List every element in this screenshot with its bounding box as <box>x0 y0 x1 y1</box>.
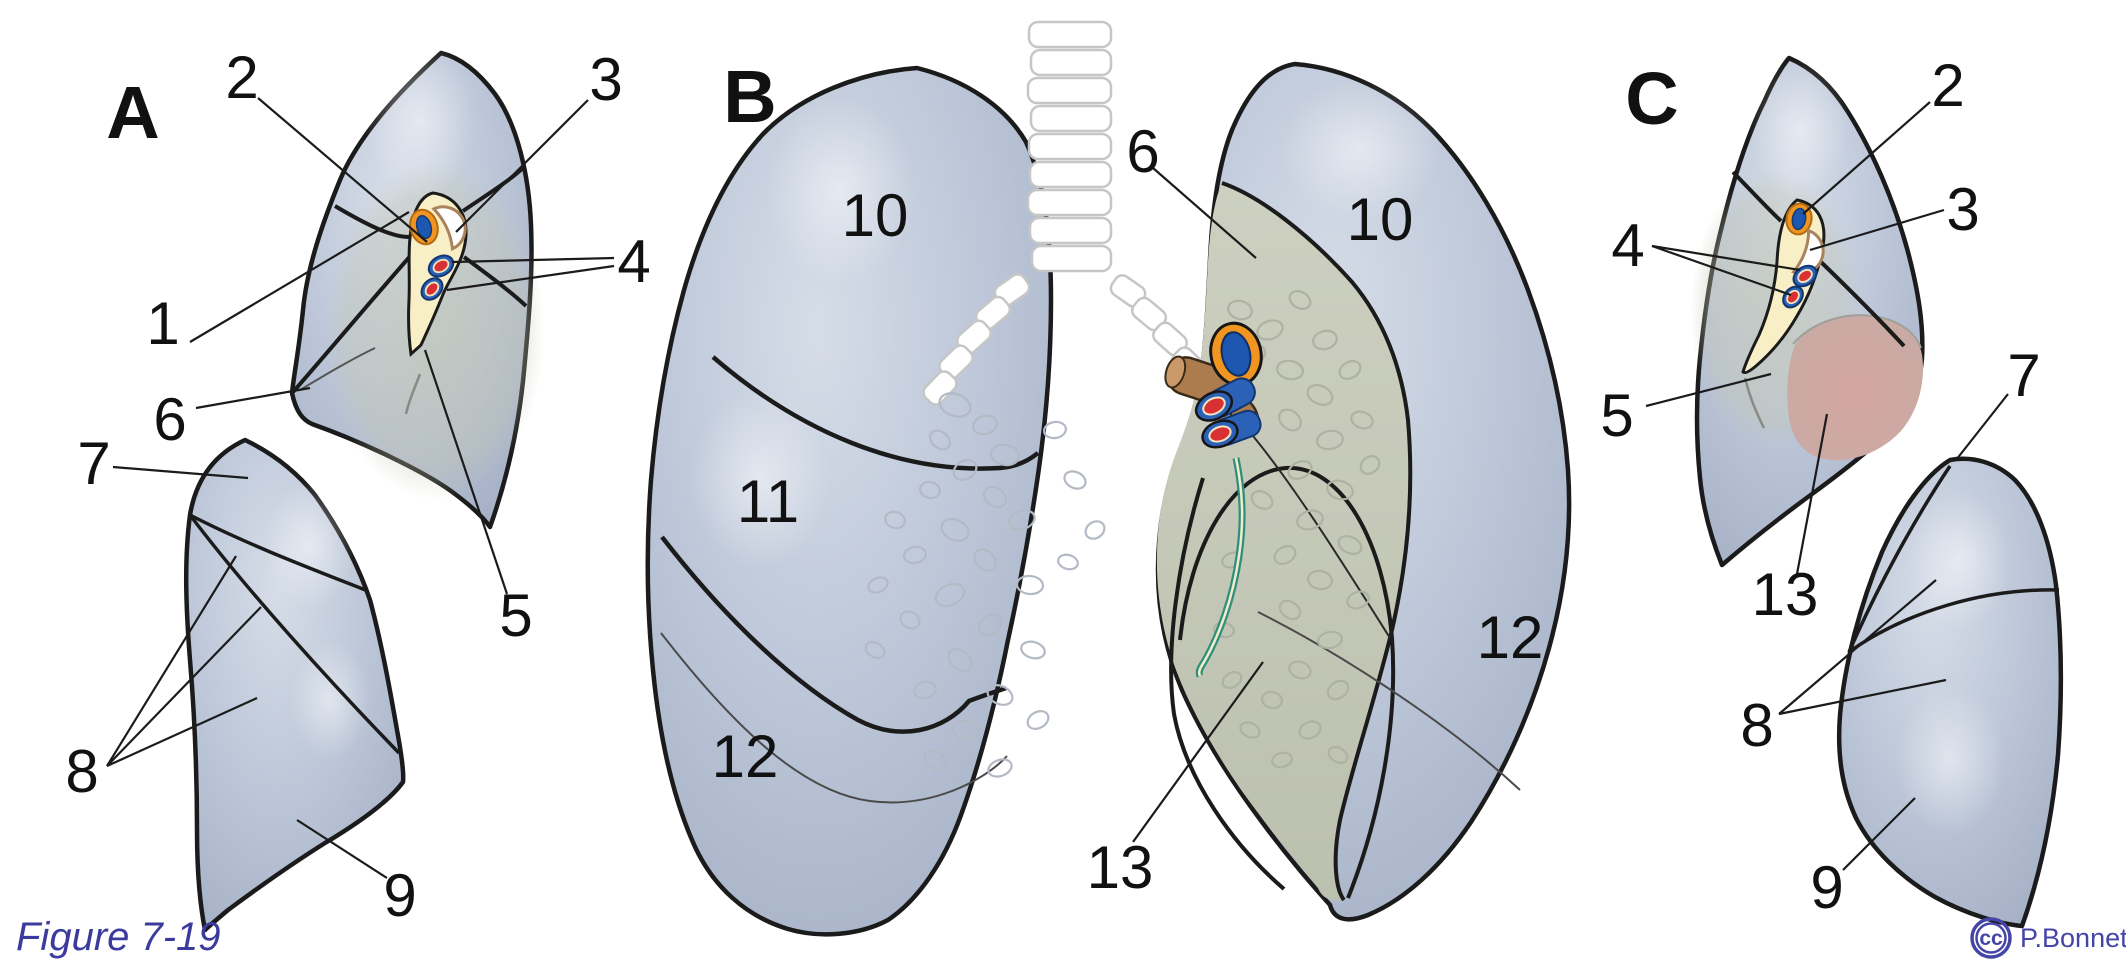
c-upper-highlight <box>1750 60 1850 200</box>
b-right-bronchial-tree-ghost <box>864 392 1106 778</box>
a-ligament-notch <box>404 373 422 415</box>
leader-a-3 <box>455 99 589 233</box>
panel-c <box>1690 55 2064 929</box>
leader-a-5 <box>423 349 509 595</box>
label-a-7: 7 <box>77 430 110 497</box>
a-surface-crease <box>299 347 376 391</box>
c-lower-highlight-2 <box>1895 685 2005 835</box>
leader-c-7 <box>1955 393 2009 461</box>
figure-caption: Figure 7-19 <box>16 915 221 959</box>
b-left-highlight <box>1280 80 1440 220</box>
a-pulmonary-vein-2 <box>420 277 444 301</box>
cc-letters: cc <box>1979 927 2003 950</box>
b-right-fissures <box>660 355 1040 804</box>
b-right-highlight <box>765 95 915 285</box>
leader-b-13 <box>1132 661 1264 843</box>
leader-a-1 <box>189 211 410 343</box>
label-c-13: 13 <box>1752 561 1819 628</box>
a-hilum <box>404 191 468 415</box>
label-a-3: 3 <box>589 46 622 113</box>
leader-a-8a <box>106 555 237 767</box>
label-c-8: 8 <box>1740 692 1773 759</box>
labels: A 2 3 1 4 6 5 7 8 9 B 10 11 12 6 10 12 1… <box>65 44 2040 929</box>
leader-a-6 <box>195 386 311 410</box>
b-right-main-bronchus-ghost <box>922 273 1031 406</box>
b-hilum-vessels <box>1164 321 1263 678</box>
b-mediastinal-border <box>1221 181 1413 902</box>
b-right-highlight-2 <box>690 390 830 570</box>
label-c-9: 9 <box>1810 854 1843 921</box>
leader-lines <box>106 97 2009 879</box>
b-left-interior-lines <box>1169 429 1521 899</box>
label-b-12-left: 12 <box>712 723 779 790</box>
panel-letter-c: C <box>1625 57 1678 140</box>
label-b-6: 6 <box>1126 118 1159 185</box>
leader-c-4b <box>1651 244 1792 297</box>
a-mediastinal-tint <box>325 160 545 500</box>
c-ligament-notch <box>1743 377 1766 429</box>
leader-a-4b <box>446 264 615 292</box>
b-pulmonary-vein-2 <box>1201 409 1262 449</box>
leader-a-8c <box>106 696 258 768</box>
author-credit: P.Bonnet <box>2020 923 2126 953</box>
b-pulmonary-ligament <box>1195 457 1246 678</box>
c-lower-fissures <box>1847 465 2060 654</box>
leader-a-9 <box>296 819 388 879</box>
label-c-7: 7 <box>2007 342 2040 409</box>
a-upper-highlight <box>365 40 475 200</box>
label-a-5: 5 <box>499 582 532 649</box>
leader-a-4a <box>451 256 615 264</box>
leader-c-2 <box>1802 101 1931 215</box>
label-a-4: 4 <box>617 228 650 295</box>
leader-c-8a <box>1778 579 1937 715</box>
cc-outer-circle-icon <box>1970 917 2012 959</box>
leader-a-2 <box>257 97 428 243</box>
label-b-10-left: 10 <box>842 182 909 249</box>
label-b-11: 11 <box>737 468 799 535</box>
c-lower-highlight-1 <box>1910 490 2010 630</box>
c-fissures <box>1731 170 1906 348</box>
leader-c-9 <box>1842 797 1916 871</box>
label-c-5: 5 <box>1600 382 1633 449</box>
leader-c-5 <box>1645 372 1772 408</box>
a-pulmonary-vein-1 <box>427 254 455 278</box>
b-pulmonary-vein-1 <box>1194 377 1256 422</box>
b-trachea-ghost <box>922 20 1207 406</box>
leader-a-7 <box>112 465 249 480</box>
leader-c-8b <box>1778 678 1947 716</box>
a-lower-fissures <box>188 513 401 755</box>
a-lower-highlight-2 <box>290 640 370 760</box>
label-a-9: 9 <box>383 862 416 929</box>
a-lower-highlight-1 <box>265 480 355 610</box>
label-c-2: 2 <box>1931 52 1964 119</box>
label-a-1: 1 <box>146 290 179 357</box>
leader-a-8b <box>106 606 262 767</box>
label-b-13: 13 <box>1087 834 1154 901</box>
leader-c-13 <box>1795 413 1829 575</box>
panel-letter-a: A <box>106 71 159 154</box>
c-cardiac-impression-edge <box>1792 314 1922 349</box>
c-pulmonary-artery <box>1785 202 1813 236</box>
label-a-8: 8 <box>65 738 98 805</box>
leader-c-4a <box>1651 244 1801 272</box>
creative-commons-badge: cc P.Bonnet <box>1970 917 2126 959</box>
a-bronchus-crescent <box>431 205 467 252</box>
label-a-6: 6 <box>153 386 186 453</box>
panel-letter-b: B <box>723 55 776 138</box>
leader-b-6 <box>1152 167 1257 259</box>
label-c-3: 3 <box>1946 176 1979 243</box>
cc-inner-circle-icon <box>1975 922 2007 954</box>
label-a-2: 2 <box>225 44 258 111</box>
label-c-4: 4 <box>1611 212 1644 279</box>
a-pulmonary-artery <box>409 208 439 246</box>
panel-a <box>183 40 545 933</box>
leader-c-3 <box>1809 208 1945 252</box>
label-b-12-right: 12 <box>1477 604 1544 671</box>
c-cardiac-impression <box>1787 314 1924 461</box>
label-b-10-right: 10 <box>1347 186 1414 253</box>
b-pulmonary-artery <box>1209 321 1263 387</box>
